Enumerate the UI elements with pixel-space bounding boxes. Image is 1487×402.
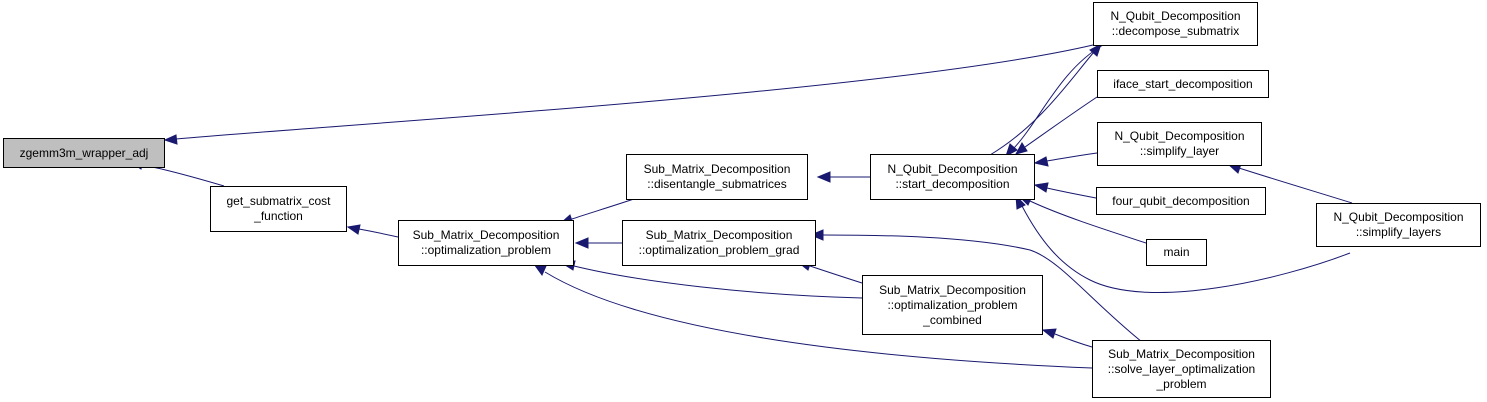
node-smd-optimalization-problem[interactable]: Sub_Matrix_Decomposition ::optimalizatio… — [398, 220, 574, 266]
node-label: _combined — [923, 312, 982, 327]
node-label: ::optimalization_problem — [420, 243, 552, 257]
node-label: Sub_Matrix_Decomposition — [879, 282, 1026, 297]
edge-simplify-layers-to-simplify-layer — [1238, 167, 1353, 204]
arrowhead — [346, 224, 361, 235]
node-label: Sub_Matrix_Decomposition — [1108, 346, 1255, 361]
node-label: main — [1163, 245, 1190, 259]
node-label: N_Qubit_Decomposition — [1110, 9, 1241, 23]
node-label: Sub_Matrix_Decomposition — [412, 228, 560, 242]
node-label: _function — [254, 209, 303, 223]
arrowhead — [1014, 142, 1028, 155]
node-label: ::simplify_layer — [1139, 144, 1220, 158]
node-main[interactable]: main — [1146, 239, 1207, 266]
edge-simplify-layers-to-start — [1021, 205, 1351, 294]
node-smd-disentangle-submatrices[interactable]: Sub_Matrix_Decomposition ::disentangle_s… — [626, 154, 808, 200]
arrowhead — [816, 171, 831, 183]
node-nq-start-decomposition[interactable]: N_Qubit_Decomposition ::start_decomposit… — [870, 154, 1035, 200]
arrowhead — [1005, 143, 1018, 158]
edge-iface-to-start — [1024, 96, 1098, 148]
node-label: ::optimalization_problem_grad — [638, 243, 800, 257]
edge-combined-to-grad — [809, 265, 863, 284]
node-label: four_qubit_decomposition — [1112, 193, 1250, 208]
edge-main-to-start — [1029, 200, 1147, 244]
node-label: ::optimalization_problem — [887, 297, 1018, 312]
edge-simplify-layer-to-start — [1046, 152, 1098, 162]
arrowhead — [1033, 156, 1049, 167]
node-label: zgemm3m_wrapper_adj — [19, 145, 149, 160]
edge-solve-to-combined — [1054, 333, 1093, 348]
node-label: get_submatrix_cost — [226, 194, 331, 208]
node-four-qubit-decomposition[interactable]: four_qubit_decomposition — [1096, 187, 1266, 215]
node-label: N_Qubit_Decomposition — [1114, 129, 1245, 143]
node-iface-start-decomposition[interactable]: iface_start_decomposition — [1097, 70, 1269, 98]
node-label: ::disentangle_submatrices — [647, 177, 787, 191]
edge-start-to-decompose-submatrix — [989, 51, 1095, 156]
node-label: _problem — [1156, 376, 1207, 391]
arrowhead — [1041, 328, 1057, 339]
node-nq-simplify-layer[interactable]: N_Qubit_Decomposition ::simplify_layer — [1097, 122, 1262, 166]
node-label: N_Qubit_Decomposition — [1333, 210, 1464, 224]
arrowhead — [163, 134, 178, 145]
edge-get-cost-to-zgemm — [141, 164, 225, 187]
edge-decompose-submatrix-to-start — [1013, 44, 1104, 149]
edge-disentangle-to-opt — [571, 196, 641, 220]
edge-opt-to-get-cost — [358, 228, 399, 238]
node-label: iface_start_decomposition — [1113, 76, 1253, 91]
node-label: ::simplify_layers — [1355, 225, 1442, 239]
node-smd-solve-layer-optimalization-problem[interactable]: Sub_Matrix_Decomposition ::solve_layer_o… — [1092, 340, 1271, 398]
node-nq-decompose-submatrix[interactable]: N_Qubit_Decomposition ::decompose_submat… — [1093, 2, 1258, 46]
node-label: ::start_decomposition — [895, 177, 1010, 191]
node-get-submatrix-cost-function[interactable]: get_submatrix_cost _function — [210, 186, 347, 232]
node-nq-simplify-layers[interactable]: N_Qubit_Decomposition ::simplify_layers — [1316, 203, 1481, 247]
node-label: N_Qubit_Decomposition — [887, 162, 1018, 176]
node-label: ::decompose_submatrix — [1111, 24, 1240, 38]
node-label: Sub_Matrix_Decomposition — [643, 162, 791, 176]
node-label: Sub_Matrix_Decomposition — [645, 228, 793, 242]
edge-solve-to-opt — [544, 271, 1093, 369]
arrowhead — [1089, 42, 1102, 57]
edge-decompose-submatrix-to-zgemm — [175, 44, 1094, 140]
arrowhead — [1033, 182, 1049, 193]
edge-four-qubit-to-start — [1046, 187, 1097, 199]
edge-combined-to-opt — [573, 265, 863, 299]
edge-solve-to-grad — [822, 234, 1143, 343]
node-smd-optimalization-problem-grad[interactable]: Sub_Matrix_Decomposition ::optimalizatio… — [622, 220, 816, 266]
arrowhead — [574, 237, 589, 249]
arrowhead — [809, 229, 824, 241]
node-label: ::solve_layer_optimalization — [1107, 361, 1256, 376]
node-zgemm3m-wrapper-adj: zgemm3m_wrapper_adj — [3, 138, 165, 168]
node-smd-optimalization-problem-combined[interactable]: Sub_Matrix_Decomposition ::optimalizatio… — [862, 275, 1043, 335]
